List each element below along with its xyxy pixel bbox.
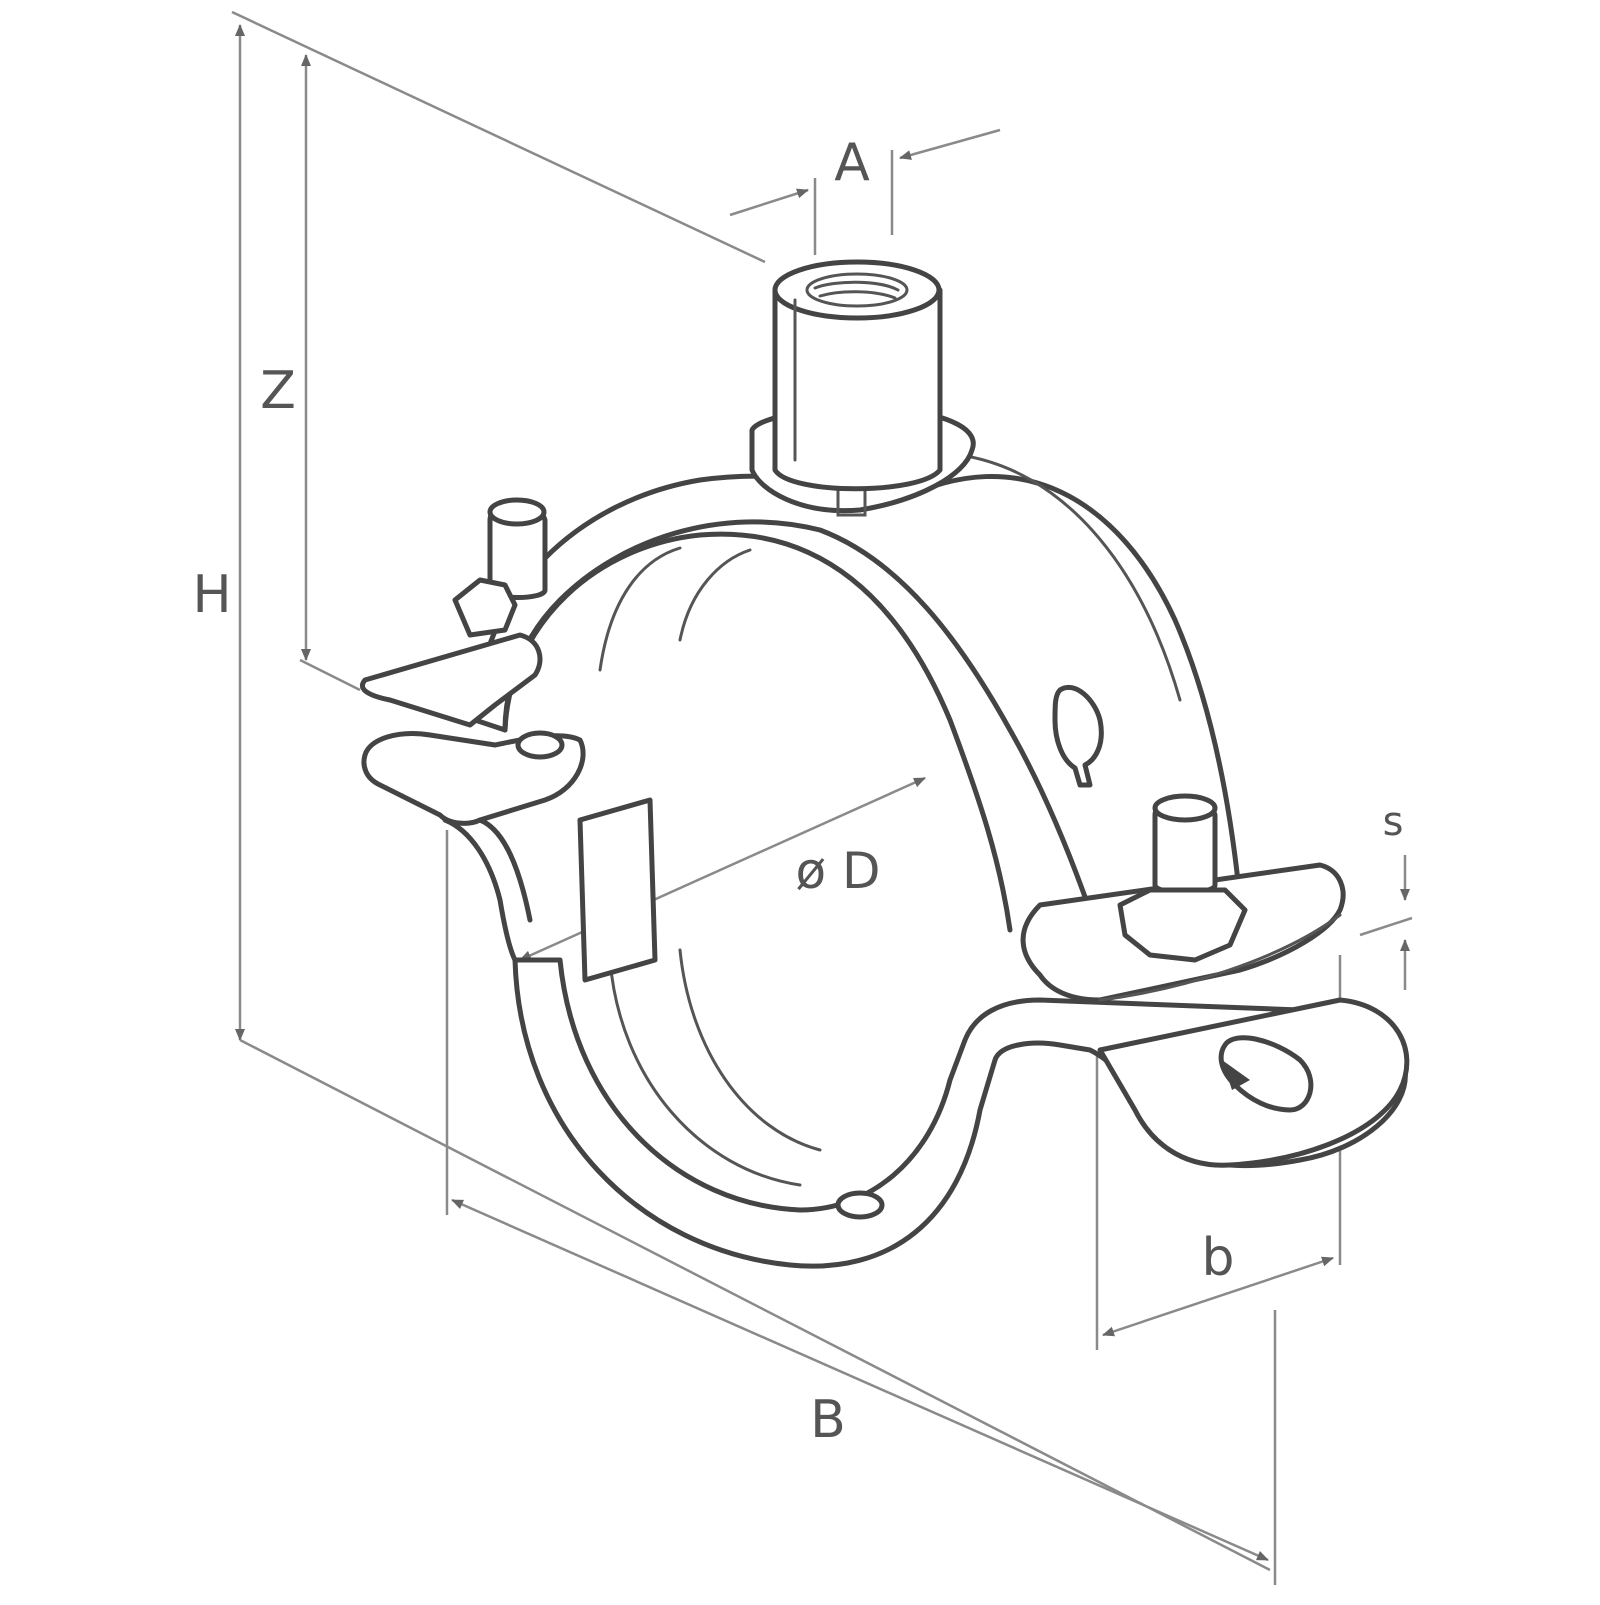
threaded-nut-body (772, 287, 943, 492)
label-small-b: b (1201, 1228, 1234, 1288)
left-bolt-head (487, 497, 547, 527)
band-inner-line-2 (678, 548, 752, 642)
slot-hole-icon (1218, 1035, 1314, 1113)
thread-line-1 (813, 280, 900, 292)
label-a: A (834, 133, 870, 193)
dim-a-right-arrow (899, 128, 1001, 160)
dim-small-b-line (1102, 1256, 1334, 1337)
left-flange-hole (515, 730, 565, 760)
dimension-labels: A Z H ø D s b B (192, 133, 1403, 1450)
left-upper-flange (359, 632, 543, 728)
label-diameter-d: ø D (796, 842, 881, 900)
left-strap-edge-inner (477, 817, 533, 923)
lower-strap-inner-curve-2 (678, 948, 822, 1152)
left-wing-nut (452, 577, 518, 638)
clamp-body (359, 259, 1410, 1269)
thread-line-2 (818, 290, 897, 300)
right-flange-edge (1098, 913, 1342, 1002)
upper-strap (472, 473, 1243, 943)
inner-cutout (577, 797, 658, 983)
right-wing-nut (1117, 887, 1248, 963)
dim-b-bottom-extension (239, 1038, 1271, 1572)
threaded-nut-top (772, 259, 942, 321)
band-outer-curve (958, 453, 1182, 702)
lower-strap-hole (835, 1190, 885, 1220)
slot-arrow-icon (1222, 1060, 1250, 1090)
dim-z-bottom-extension (299, 658, 361, 692)
collar-weld-tab (836, 486, 867, 517)
threaded-nut-bore (805, 272, 909, 308)
dimension-lines (231, 10, 1413, 1585)
label-h: H (192, 565, 231, 625)
ring-inner-edge (502, 531, 1013, 933)
label-s: s (1383, 799, 1404, 845)
lower-strap-inner-curve-1 (608, 958, 802, 1187)
dim-s-extension (1359, 916, 1413, 937)
right-bolt-head (1152, 793, 1218, 823)
label-z: Z (260, 361, 296, 421)
keyhole-icon (1052, 684, 1104, 788)
label-b: B (810, 1390, 846, 1450)
left-strap-edge (442, 817, 518, 963)
dim-a-left-arrow (729, 188, 809, 217)
band-inner-line-1 (598, 546, 682, 672)
dim-h-top-extension (231, 10, 766, 264)
dim-b-line (451, 1198, 1269, 1562)
